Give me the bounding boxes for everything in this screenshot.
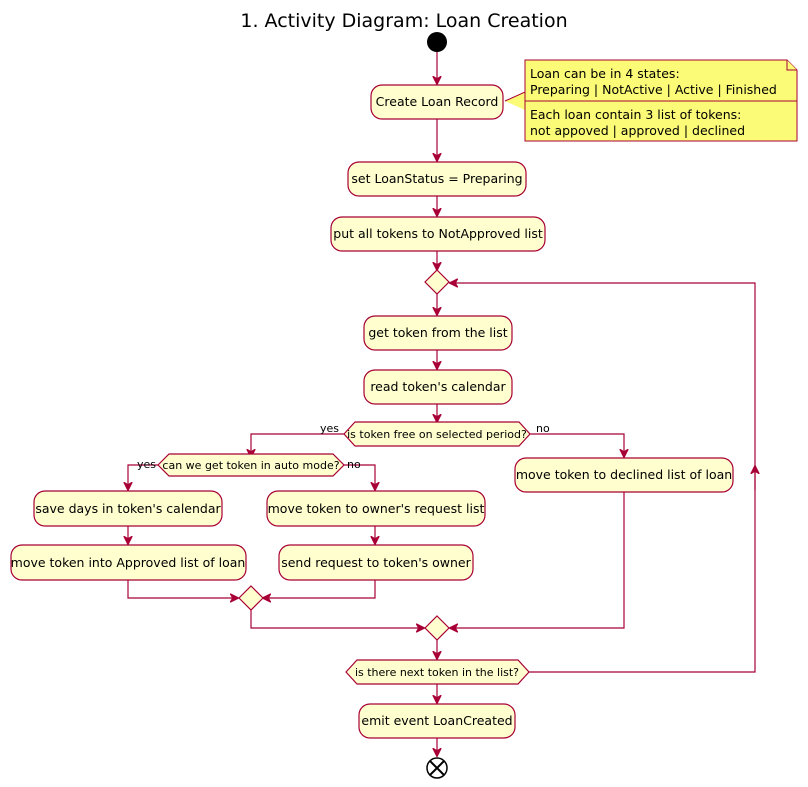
note-line: not appoved | approved | declined — [530, 123, 745, 138]
edges — [128, 52, 755, 756]
activity-label: Create Loan Record — [376, 94, 499, 109]
token-free-merge-diamond — [424, 615, 450, 641]
activity-create-loan-record: Create Loan Record — [370, 84, 504, 120]
activity-move-request: move token to owner's request list — [266, 490, 486, 527]
activity-label: read token's calendar — [370, 379, 506, 394]
note-loan-states: Loan can be in 4 states: Preparing | Not… — [524, 59, 798, 142]
end-node — [426, 757, 448, 779]
note-line: Each loan contain 3 list of tokens: — [530, 107, 741, 122]
decision-auto-mode: can we get token in auto mode? — [157, 453, 345, 477]
activity-read-calendar: read token's calendar — [363, 369, 513, 405]
decision-next-token: is there next token in the list? — [345, 659, 530, 685]
condition-label: is token free on selected period? — [347, 428, 527, 441]
activity-get-token: get token from the list — [363, 315, 513, 351]
activity-move-approved: move token into Approved list of loan — [10, 544, 247, 581]
activity-put-tokens: put all tokens to NotApproved list — [330, 216, 546, 252]
activity-label: get token from the list — [368, 325, 507, 340]
decision-token-free: is token free on selected period? — [343, 421, 531, 447]
condition-label: can we get token in auto mode? — [162, 459, 339, 472]
activity-label: emit event LoanCreated — [361, 713, 512, 728]
activity-label: send request to token's owner — [281, 555, 471, 570]
activity-label: save days in token's calendar — [35, 501, 221, 516]
activity-label: set LoanStatus = Preparing — [351, 171, 522, 186]
branch-yes-label: yes — [320, 422, 339, 435]
activity-label: move token to owner's request list — [268, 501, 485, 516]
branch-yes-label: yes — [137, 458, 156, 471]
activity-send-request: send request to token's owner — [278, 544, 474, 581]
note-line: Preparing | NotActive | Active | Finishe… — [530, 82, 777, 97]
activity-save-days: save days in token's calendar — [33, 490, 223, 527]
condition-label: is there next token in the list? — [355, 666, 519, 679]
branch-no-label: no — [347, 458, 361, 471]
activity-move-declined: move token to declined list of loan — [514, 457, 734, 493]
branch-no-label: no — [536, 422, 550, 435]
note-line: Loan can be in 4 states: — [530, 66, 680, 81]
activity-label: move token into Approved list of loan — [11, 555, 246, 570]
activity-label: put all tokens to NotApproved list — [333, 226, 543, 241]
diagram-title: 1. Activity Diagram: Loan Creation — [240, 10, 567, 32]
auto-mode-merge-diamond — [238, 585, 264, 611]
activity-emit-event: emit event LoanCreated — [358, 703, 516, 739]
loop-merge-diamond — [424, 269, 450, 295]
activity-set-loan-status: set LoanStatus = Preparing — [347, 161, 527, 197]
start-node — [427, 32, 447, 52]
activity-label: move token to declined list of loan — [516, 467, 732, 482]
